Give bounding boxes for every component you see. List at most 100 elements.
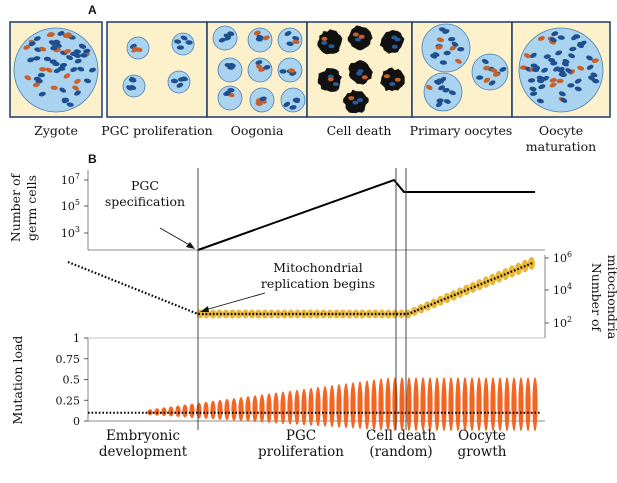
mitochondrion-zygote [59, 87, 67, 93]
mitochondrion-pgc [129, 85, 137, 90]
mitochondrion-mature-oocyte [556, 78, 564, 84]
dead-cell-mitochondrion [389, 82, 396, 86]
mutation-load-point [476, 377, 482, 432]
mitochondrion-mature-oocyte [573, 34, 581, 39]
mitochondrion-zygote [32, 82, 40, 88]
mitochondrion-mature-oocyte [542, 75, 550, 81]
mutation-load-point [455, 377, 461, 432]
mitochondrion-mature-oocyte [562, 58, 570, 64]
mitochondrion-oogonium [279, 69, 287, 74]
mitochondrion-primary-oocyte [492, 72, 500, 77]
mutation-load-point [168, 406, 174, 417]
mitochondrion-mature-oocyte [549, 37, 557, 43]
mitochondrion-zygote [74, 78, 81, 84]
mitochondrion-zygote [63, 73, 71, 79]
mitochondrion-oogonium [292, 39, 300, 45]
mitochondrion-zygote [39, 46, 47, 52]
mitochondrion-zygote [39, 67, 47, 72]
mitochondrion-primary-oocyte [436, 37, 444, 43]
mitochondrion-oogonium [227, 87, 235, 93]
mitochondrion-mature-oocyte [543, 54, 551, 59]
germ-cells-plot [87, 170, 545, 251]
mitochondrion-primary-oocyte [443, 99, 451, 104]
mitochondrion-mature-oocyte [537, 36, 545, 41]
mutation-load-point [385, 377, 391, 432]
mitochondrion-oogonium [224, 35, 232, 41]
mitochondrion-primary-oocyte [432, 52, 440, 57]
mutation-load-point [427, 377, 433, 432]
mitochondrion-mature-oocyte [530, 52, 537, 59]
mitochondrion-zygote [83, 48, 91, 54]
mitochondrion-oogonium [292, 35, 300, 41]
mito-count-point [443, 292, 451, 304]
cell-oogonium [217, 85, 243, 111]
mitochondrion-mature-oocyte [574, 86, 582, 92]
mitochondrion-pgc [176, 45, 184, 50]
mutation-load-point [371, 379, 377, 431]
phase-label-embryonic: Embryonic [106, 428, 180, 444]
mutation-load-point [350, 382, 356, 429]
mitochondrion-oogonium [228, 62, 236, 68]
mitochondrion-mature-oocyte [557, 35, 565, 40]
dead-cell-mitochondrion [357, 98, 364, 102]
mitochondrion-zygote [88, 67, 97, 73]
mito-count-point [261, 309, 269, 319]
load-tick-label: 0.75 [56, 353, 81, 366]
mito-count-point [450, 290, 457, 301]
mito-rep-line1: Mitochondrial [273, 260, 362, 275]
cell-oogonium [217, 57, 243, 83]
mito-count-point [437, 295, 444, 306]
mito-rep-line2: replication begins [261, 276, 375, 291]
mutation-load-point [378, 378, 384, 431]
mitochondrion-mature-oocyte [536, 78, 545, 84]
phase-label-pgc-proliferation: PGC [286, 428, 316, 444]
mitochondrion-primary-oocyte [448, 36, 456, 42]
mitochondrion-zygote [74, 58, 82, 64]
mitochondrion-zygote [66, 102, 74, 107]
mitochondrion-mature-oocyte [557, 67, 565, 73]
dead-cell-mitochondrion [358, 34, 365, 39]
mitochondrion-oogonium [223, 91, 231, 97]
mitochondrion-primary-oocyte [455, 58, 462, 64]
mitochondrion-oogonium [292, 98, 300, 104]
mutation-load-point [532, 377, 538, 432]
mitochondrion-mature-oocyte [567, 83, 575, 88]
dead-cell-mitochondrion [332, 82, 339, 87]
dead-cell-mitochondrion [391, 44, 398, 49]
mutation-load-point [497, 377, 503, 432]
mitochondrion-mature-oocyte [549, 82, 557, 88]
mitochondrion-primary-oocyte [435, 101, 443, 108]
mutation-load-point [434, 377, 440, 432]
mitochondrion-mature-oocyte [577, 41, 585, 47]
mitochondrion-primary-oocyte [442, 87, 450, 93]
mitochondrion-oogonium [253, 30, 261, 36]
mutation-load-point [287, 390, 293, 425]
mitochondrion-oogonium [218, 37, 226, 43]
mutation-load-point [490, 377, 496, 432]
stage-label-oogonia: Oogonia [231, 123, 284, 138]
mito-ylabel-2: mitochondria [605, 255, 617, 340]
mutation-load-point [259, 394, 265, 423]
phase-labels: EmbryonicdevelopmentPGCproliferationCell… [99, 428, 507, 460]
load-tick-label: 0.5 [63, 374, 81, 387]
mitochondrion-oogonium [286, 41, 294, 47]
mutation-load-point [273, 392, 279, 424]
dead-cell-mitochondrion [327, 77, 334, 82]
phase-label-oocyte-growth: Oocyte [458, 428, 506, 444]
mitochondrion-primary-oocyte [481, 58, 489, 65]
mitochondrion-mature-oocyte [530, 91, 538, 96]
mutation-load-point [420, 377, 426, 432]
mito-tick-label: 104 [553, 282, 572, 297]
mitochondrion-zygote [43, 56, 51, 62]
cell-pgc [171, 32, 195, 56]
mito-rep-arrow [204, 292, 266, 311]
mito-count-point [229, 309, 236, 319]
germ-ylabel-2: germ cells [24, 175, 39, 241]
dead-cell-mitochondrion [328, 44, 335, 49]
mitochondrion-primary-oocyte [449, 45, 457, 51]
dead-cell-mitochondrion [321, 36, 328, 41]
mitochondrion-zygote [27, 57, 35, 63]
mito-count-point [482, 276, 490, 288]
mitochondrion-pgc [128, 77, 136, 83]
